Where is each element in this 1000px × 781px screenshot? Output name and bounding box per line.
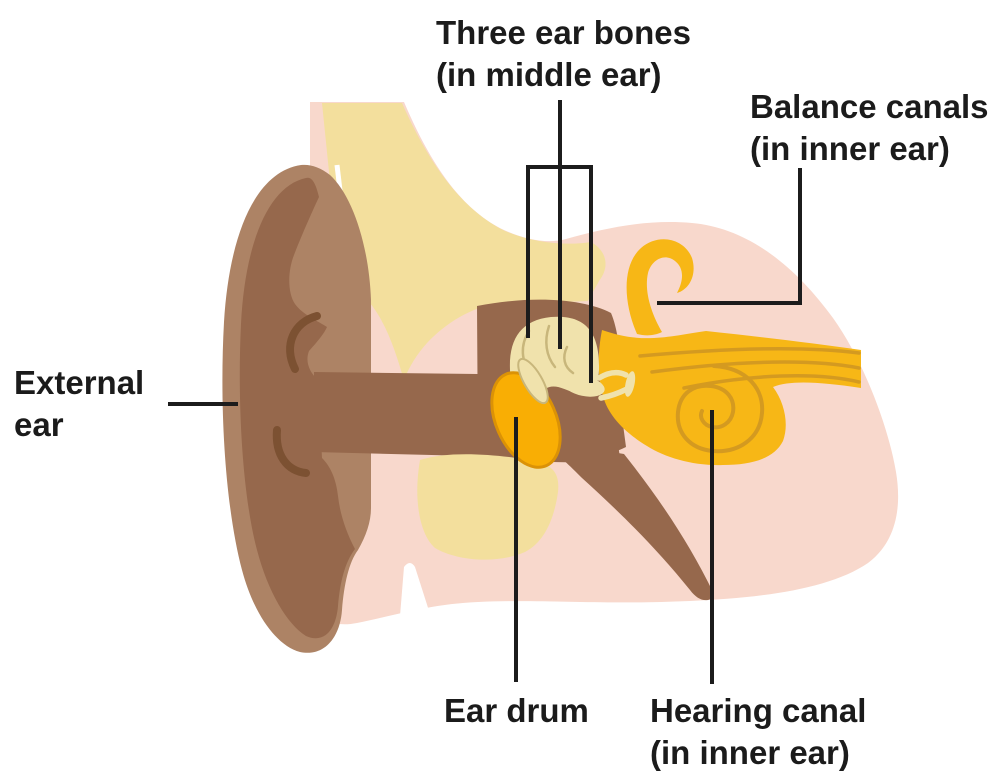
- label-balance-canals-line2: (in inner ear): [750, 130, 950, 167]
- label-ear-drum-line1: Ear drum: [444, 692, 589, 729]
- balance-canals-leader: [657, 168, 802, 305]
- bone-patch-shape: [417, 454, 559, 560]
- label-three-ear-bones-line1: Three ear bones: [436, 14, 691, 51]
- label-ear-drum: Ear drum: [444, 690, 589, 732]
- lobe-gap: [400, 563, 430, 621]
- inner-ear-shape: [598, 239, 861, 466]
- skull-bone-shape: [322, 103, 606, 380]
- leader-lines: [168, 100, 802, 684]
- label-balance-canals-line1: Balance canals: [750, 88, 989, 125]
- pinna-fold-stroke: [272, 426, 310, 477]
- label-three-ear-bones-line2: (in middle ear): [436, 56, 662, 93]
- label-balance-canals: Balance canals (in inner ear): [750, 86, 988, 170]
- balance-canal-shape: [626, 239, 694, 336]
- malleus-shape: [517, 357, 549, 405]
- label-external-ear-line1: External: [14, 364, 145, 401]
- label-three-ear-bones: Three ear bones (in middle ear): [436, 12, 691, 96]
- external-ear-shape: [222, 164, 714, 653]
- hearing-canal-stripes: [638, 347, 861, 390]
- eardrum-shape: [490, 357, 562, 469]
- pinna-fold-stroke: [286, 312, 321, 373]
- label-external-ear: External ear: [14, 362, 144, 446]
- incus-shape: [563, 375, 605, 397]
- label-hearing-canal-line2: (in inner ear): [650, 734, 850, 771]
- label-external-ear-line2: ear: [14, 406, 64, 443]
- label-hearing-canal: Hearing canal (in inner ear): [650, 690, 866, 774]
- cochlea-spiral: [675, 364, 765, 454]
- label-hearing-canal-line1: Hearing canal: [650, 692, 867, 729]
- eustachian-tube-shape: [548, 442, 714, 601]
